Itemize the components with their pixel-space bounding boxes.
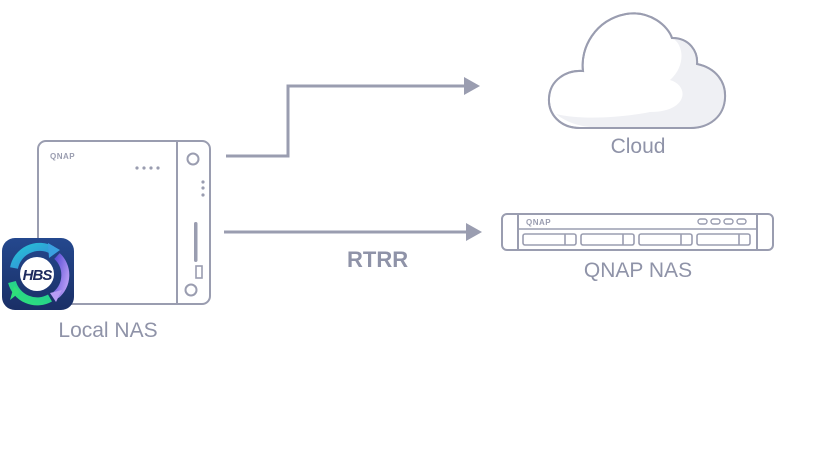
arrowhead-icon	[466, 223, 482, 241]
rtrr-edge-label: RTRR	[347, 247, 409, 272]
cloud-label: Cloud	[610, 135, 666, 158]
local-nas-brand: QNAP	[50, 152, 75, 161]
hbs-app-icon: HBS	[2, 238, 74, 310]
cloud-icon	[547, 12, 727, 129]
hbs-badge-text: HBS	[23, 267, 53, 284]
qnap-nas-brand: QNAP	[526, 218, 551, 227]
arrowhead-icon	[464, 77, 480, 95]
qnap-nas-device-icon: QNAP	[501, 213, 774, 251]
qnap-nas-label: QNAP NAS	[583, 259, 693, 282]
edge-local-to-cloud	[226, 77, 480, 158]
local-nas-label: Local NAS	[58, 319, 158, 342]
local-nas-device-icon: QNAP	[37, 140, 211, 305]
edge-local-to-qnap	[224, 223, 482, 241]
